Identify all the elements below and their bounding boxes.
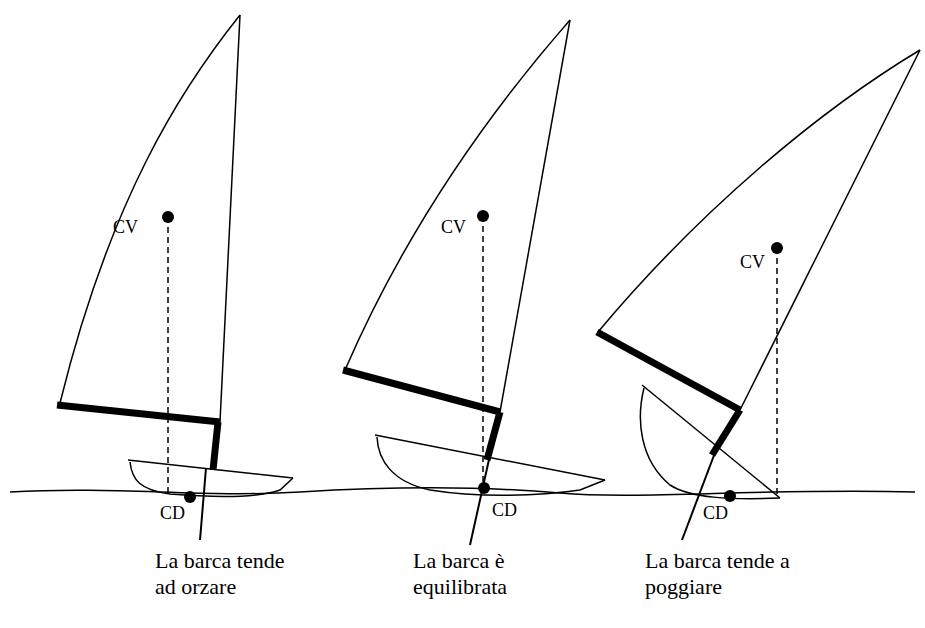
mast: [487, 412, 500, 460]
vertical-dashed: [482, 216, 484, 487]
center-of-resistance-dot: [184, 491, 196, 503]
boat-luffing: [57, 15, 293, 540]
vertical-dashed: [167, 217, 169, 494]
boom: [343, 370, 500, 412]
sail-leech: [60, 15, 240, 403]
centerboard: [200, 468, 206, 540]
boat-bearing-away: [597, 50, 920, 540]
mast: [213, 422, 218, 470]
point-label: CV: [113, 217, 138, 239]
vertical-dashed: [776, 248, 778, 498]
center-of-effort-dot: [162, 211, 174, 223]
deck: [642, 385, 780, 498]
boat-balanced: [343, 20, 605, 545]
hull: [130, 462, 293, 496]
hull: [640, 388, 780, 499]
point-label: CD: [492, 500, 517, 522]
sail-luff: [220, 15, 240, 422]
center-of-effort-dot: [477, 210, 489, 222]
center-of-resistance-dot: [724, 490, 736, 502]
sail-luff: [740, 50, 920, 410]
point-label: CD: [160, 503, 185, 525]
sail-luff: [500, 20, 570, 412]
center-of-effort-dot: [771, 242, 783, 254]
centerboard: [682, 450, 716, 540]
boom: [597, 332, 740, 410]
centerboard: [470, 455, 490, 545]
sail-leech: [345, 20, 570, 370]
point-label: CV: [441, 217, 466, 239]
center-of-resistance-dot: [478, 482, 490, 494]
caption-text: La barca è equilibrata: [413, 548, 563, 601]
boom: [57, 405, 220, 422]
caption-text: La barca tende a poggiare: [645, 548, 795, 601]
deck: [128, 460, 293, 478]
sail-leech: [598, 50, 920, 332]
point-label: CD: [703, 503, 728, 525]
hull: [377, 437, 605, 495]
caption-text: La barca tende ad orzare: [155, 548, 305, 601]
mast: [712, 410, 740, 455]
point-label: CV: [740, 252, 765, 274]
